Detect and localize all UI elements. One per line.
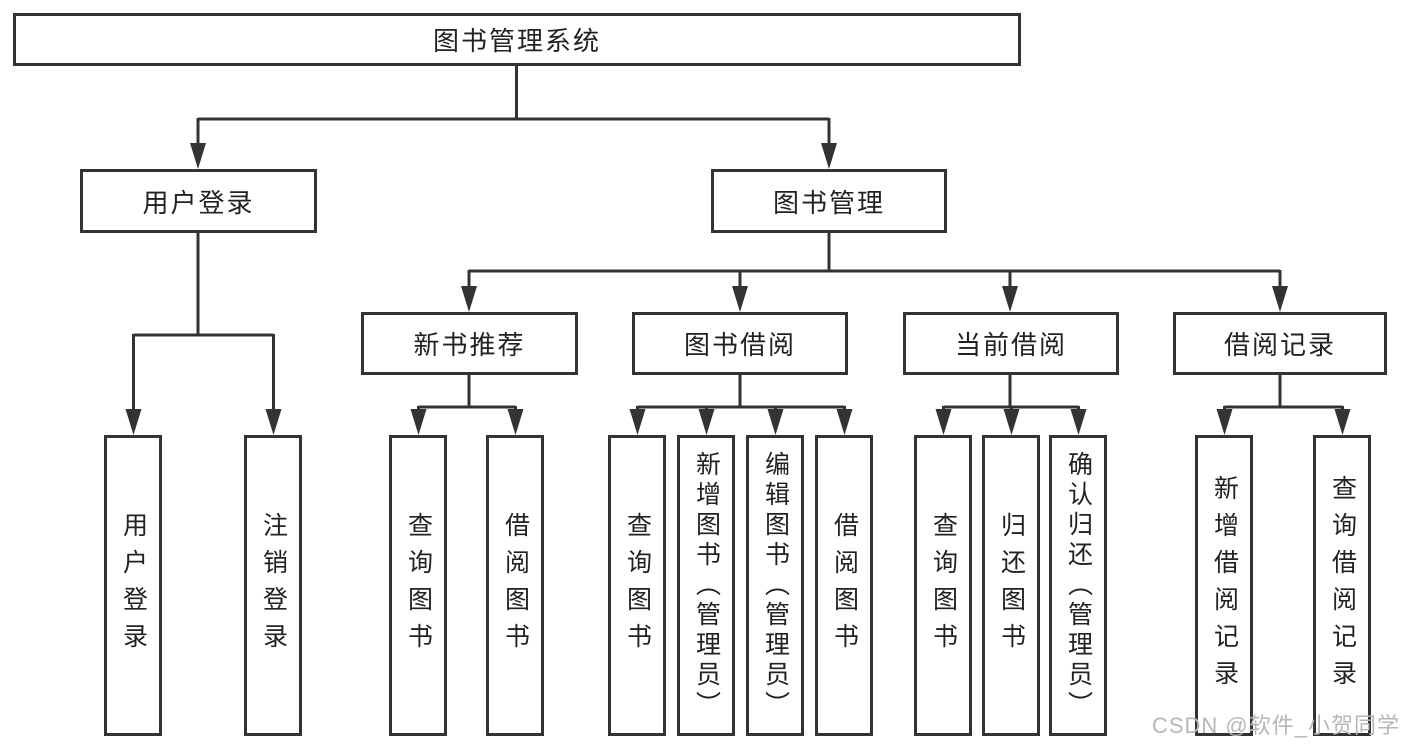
leaf-borrow-books-borrowing: 借阅图书 bbox=[815, 435, 873, 736]
leaf-query-books-borrowing: 查询图书 bbox=[608, 435, 666, 736]
node-label: 用户登录 bbox=[142, 187, 255, 218]
node-new-book-recommend: 新书推荐 bbox=[361, 312, 578, 375]
node-label: 新书推荐 bbox=[413, 330, 526, 360]
leaf-confirm-return-admin: 确认归还（管理员） bbox=[1049, 435, 1107, 736]
node-book-management: 图书管理 bbox=[711, 169, 947, 233]
csdn-watermark: CSDN @软件_小贺同学 bbox=[1151, 713, 1400, 738]
leaf-add-borrow-record: 新增借阅记录 bbox=[1195, 435, 1253, 736]
leaf-label: 查询图书 bbox=[404, 511, 433, 660]
leaf-borrow-books-recommend: 借阅图书 bbox=[486, 435, 544, 736]
node-label: 借阅记录 bbox=[1223, 330, 1336, 360]
leaf-user-login: 用户登录 bbox=[104, 435, 162, 736]
node-book-borrowing: 图书借阅 bbox=[632, 312, 848, 375]
leaf-label: 归还图书 bbox=[997, 511, 1026, 660]
leaf-query-borrow-record: 查询借阅记录 bbox=[1313, 435, 1371, 736]
node-label: 图书管理系统 bbox=[432, 26, 601, 56]
leaf-logout: 注销登录 bbox=[244, 435, 302, 736]
node-label: 当前借阅 bbox=[954, 330, 1067, 360]
node-user-login: 用户登录 bbox=[80, 169, 317, 233]
leaf-label: 查询图书 bbox=[929, 511, 958, 660]
leaf-label: 借阅图书 bbox=[501, 511, 530, 660]
leaf-label: 新增图书（管理员） bbox=[692, 450, 721, 721]
leaf-label: 编辑图书（管理员） bbox=[761, 450, 790, 721]
leaf-label: 注销登录 bbox=[259, 511, 288, 660]
leaf-label: 借阅图书 bbox=[830, 511, 859, 660]
leaf-label: 确认归还（管理员） bbox=[1064, 450, 1093, 721]
leaf-label: 查询借阅记录 bbox=[1328, 474, 1357, 697]
leaf-query-books-current: 查询图书 bbox=[914, 435, 972, 736]
node-library-system: 图书管理系统 bbox=[13, 13, 1021, 66]
node-borrowing-records: 借阅记录 bbox=[1173, 312, 1387, 375]
leaf-edit-book-admin: 编辑图书（管理员） bbox=[746, 435, 804, 736]
leaf-return-book: 归还图书 bbox=[982, 435, 1040, 736]
leaf-label: 查询图书 bbox=[623, 511, 652, 660]
node-label: 图书管理 bbox=[772, 187, 885, 218]
leaf-query-books-recommend: 查询图书 bbox=[389, 435, 447, 736]
leaf-add-book-admin: 新增图书（管理员） bbox=[677, 435, 735, 736]
leaf-label: 用户登录 bbox=[119, 511, 148, 660]
node-current-borrowing: 当前借阅 bbox=[903, 312, 1119, 375]
node-label: 图书借阅 bbox=[683, 330, 796, 360]
leaf-label: 新增借阅记录 bbox=[1210, 474, 1239, 697]
